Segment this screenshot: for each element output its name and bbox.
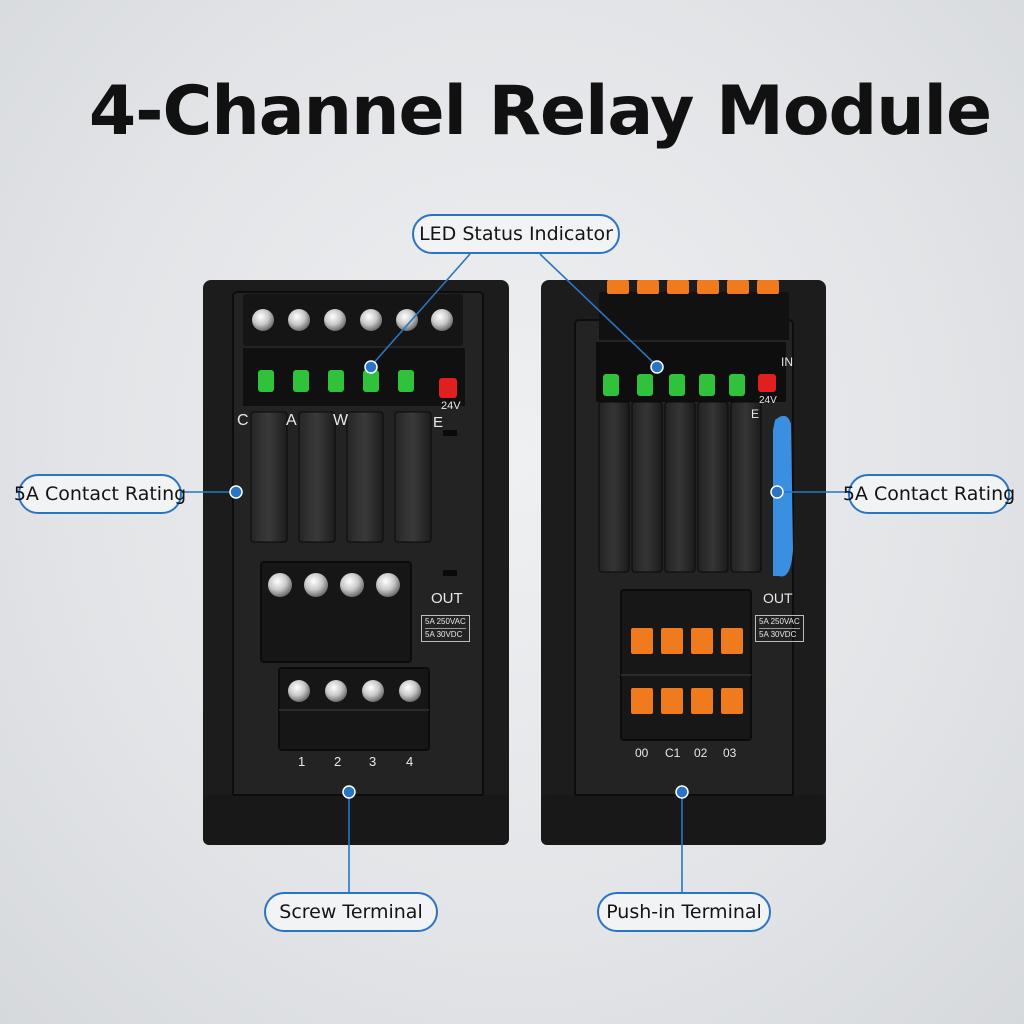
push-in-module-body — [541, 280, 826, 845]
led-callout-dot-right — [650, 360, 664, 374]
right-out-label: OUT — [763, 590, 793, 606]
callout-push-in-terminal: Push-in Terminal — [597, 892, 771, 932]
callout-led-status-indicator: LED Status Indicator — [412, 214, 620, 254]
top-screws — [252, 309, 453, 331]
push-in-relay-module: IN 24V E OUT 5A 250VAC 5A 30VDC 00 C1 02… — [541, 280, 826, 845]
top-push-in-block — [599, 292, 789, 340]
left-contact-rating-plate: 5A 250VAC 5A 30VDC — [421, 615, 470, 642]
left-edge-mark-1: C — [237, 412, 249, 429]
left-edge-mark-3: W — [333, 412, 349, 429]
contact-rating-dot-left — [229, 485, 243, 499]
relays — [250, 411, 432, 543]
terminal-number-3: 3 — [369, 754, 377, 769]
left-out-label: OUT — [431, 590, 463, 607]
left-edge-mark-4: E — [433, 414, 444, 431]
screw-terminal-dot — [342, 785, 356, 799]
diagram-title: 4-Channel Relay Module — [88, 72, 992, 151]
callout-contact-rating-left: 5A Contact Rating — [14, 474, 186, 514]
right-contact-rating-plate: 5A 250VAC 5A 30VDC — [755, 615, 804, 642]
led-status-indicators — [603, 374, 776, 396]
output-terminal-block — [260, 561, 412, 663]
terminal-number-1: 1 — [298, 754, 306, 769]
contact-rating-dot-right — [770, 485, 784, 499]
terminal-number-2: 2 — [334, 754, 342, 769]
lower-orange-push-buttons — [631, 688, 743, 714]
right-voltage-label: 24V — [759, 395, 777, 406]
left-edge-mark-2: A — [286, 412, 297, 429]
screw-terminal-relay-module: 24V C A W E OUT 5A 250VAC 5A 30VDC 1 2 3… — [203, 280, 509, 845]
callout-screw-terminal: Screw Terminal — [264, 892, 438, 932]
callout-contact-rating-right: 5A Contact Rating — [843, 474, 1015, 514]
power-led — [439, 378, 457, 398]
right-edge-mark: E — [751, 407, 760, 421]
right-rating-ac: 5A 250VAC — [759, 616, 800, 629]
push-in-terminal-label-4: 03 — [723, 746, 737, 760]
top-terminal-block — [243, 294, 463, 346]
top-orange-push-tabs — [607, 280, 779, 294]
push-in-terminal-block — [620, 589, 752, 741]
right-in-label: IN — [781, 355, 793, 369]
screw-module-body — [203, 280, 509, 845]
terminal-number-4: 4 — [406, 754, 414, 769]
left-rating-ac: 5A 250VAC — [425, 616, 466, 629]
blue-release-lever — [773, 415, 793, 577]
led-status-indicators — [258, 370, 457, 398]
push-in-terminal-label-2: C1 — [665, 746, 681, 760]
push-in-terminal-dot — [675, 785, 689, 799]
right-rating-dc: 5A 30VDC — [759, 630, 797, 639]
left-voltage-label: 24V — [441, 400, 461, 412]
push-in-terminal-label-3: 02 — [694, 746, 708, 760]
upper-orange-push-buttons — [631, 628, 743, 654]
push-in-terminal-label-1: 00 — [635, 746, 649, 760]
power-led — [758, 374, 776, 392]
left-rating-dc: 5A 30VDC — [425, 630, 463, 639]
led-callout-dot-left — [364, 360, 378, 374]
relays — [598, 401, 762, 573]
